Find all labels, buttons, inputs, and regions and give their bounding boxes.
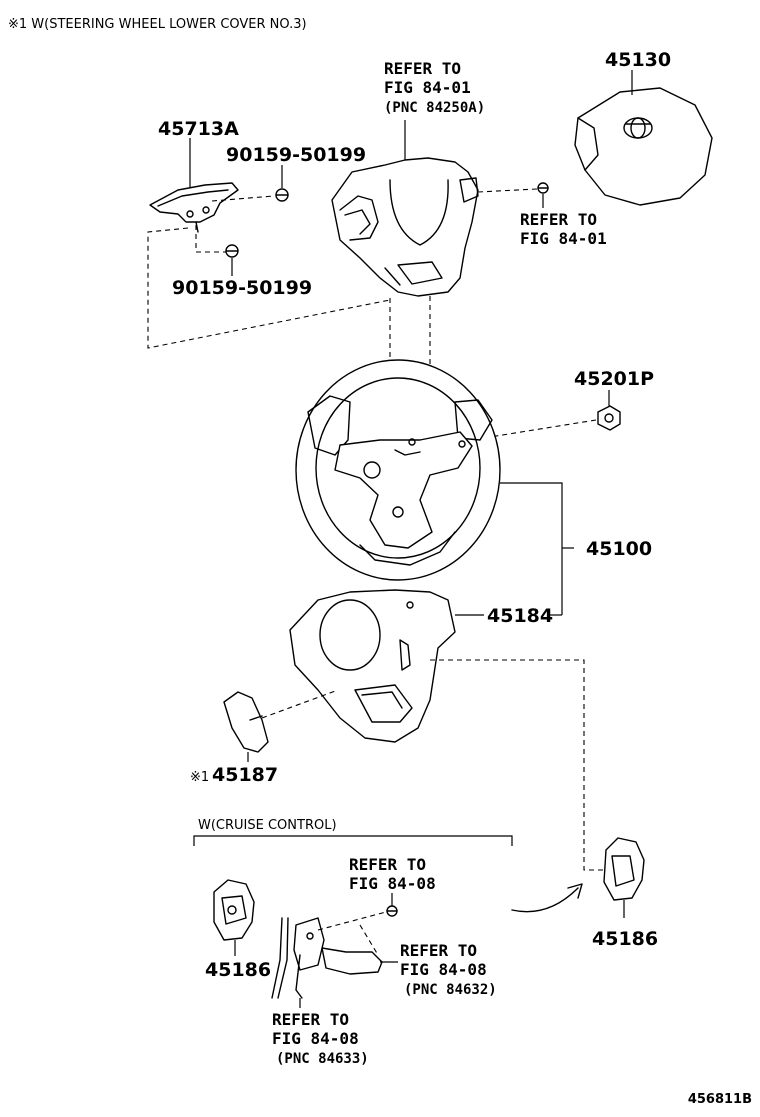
lower-cover-45713a-drawing [149, 182, 239, 233]
part-mark-45187: ※1 [190, 770, 209, 785]
part-number-45186-right: 45186 [592, 928, 658, 950]
ref-cruise-right-line3: (PNC 84632) [404, 982, 497, 998]
cruise-switch-drawing [271, 917, 383, 999]
ref-top-center-line1: REFER TO [384, 59, 461, 78]
cover-45186-right-drawing [603, 837, 645, 901]
screw-bottom-drawing [225, 244, 239, 258]
lower-cover-45184-drawing [289, 589, 456, 743]
header-note: ※1 W(STEERING WHEEL LOWER COVER NO.3) [8, 17, 307, 32]
part-number-90159-bottom: 90159-50199 [172, 277, 312, 299]
ref-top-center-line3: (PNC 84250A) [384, 100, 485, 116]
airbag-45130-drawing [574, 87, 713, 206]
ref-top-right-line2: FIG 84-01 [520, 229, 607, 248]
ref-cruise-top-line2: FIG 84-08 [349, 874, 436, 893]
figure-id: 456811B [688, 1092, 752, 1107]
ref-top-center-line2: FIG 84-01 [384, 78, 471, 97]
cover-45186-left-drawing [213, 879, 255, 941]
nut-45201p-drawing [597, 405, 621, 431]
ref-cruise-right-line2: FIG 84-08 [400, 960, 487, 979]
bezel-screw-drawing [537, 182, 549, 194]
part-number-90159-top: 90159-50199 [226, 144, 366, 166]
part-number-45186-left: 45186 [205, 959, 271, 981]
part-number-45201p: 45201P [574, 368, 654, 390]
switch-bezel-drawing [331, 157, 479, 297]
part-number-45130: 45130 [605, 49, 671, 71]
ref-cruise-right-line1: REFER TO [400, 941, 477, 960]
screw-top-drawing [275, 188, 289, 202]
cruise-screw-drawing [386, 905, 398, 917]
part-number-45100: 45100 [586, 538, 652, 560]
ref-cruise-top-line1: REFER TO [349, 855, 426, 874]
ref-cruise-bottom-line1: REFER TO [272, 1010, 349, 1029]
cruise-section-label: W(CRUISE CONTROL) [198, 818, 337, 833]
arrow-head-icon [567, 883, 583, 899]
part-number-45187: 45187 [212, 764, 278, 786]
ref-cruise-bottom-line3: (PNC 84633) [276, 1051, 369, 1067]
ref-cruise-bottom-line2: FIG 84-08 [272, 1029, 359, 1048]
cover-45187-drawing [223, 691, 269, 753]
swap-arrow-icon [511, 887, 579, 913]
part-number-45713a: 45713A [158, 118, 239, 140]
part-number-45184: 45184 [487, 605, 553, 627]
ref-top-right-line1: REFER TO [520, 210, 597, 229]
steering-wheel-drawing [295, 359, 501, 581]
